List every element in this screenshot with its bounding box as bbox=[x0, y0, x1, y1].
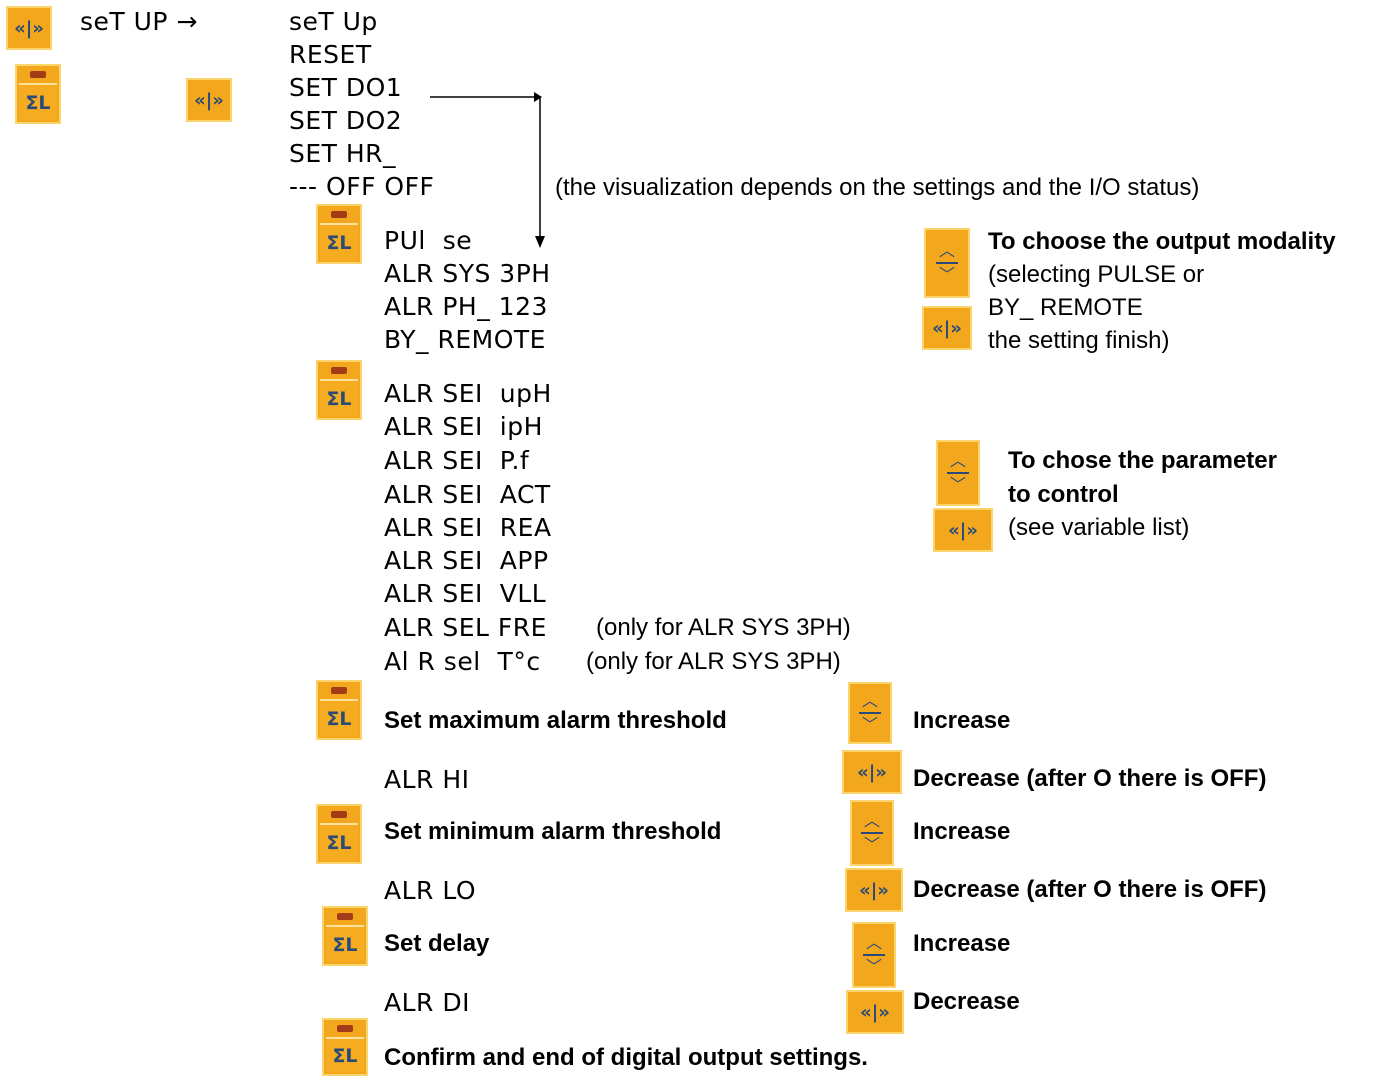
sl-key-icon[interactable]: ΣL bbox=[316, 360, 362, 420]
parameter-option-fre: ALR SEL FRE bbox=[384, 613, 547, 642]
parameter-option: ALR SEI upH bbox=[384, 379, 552, 408]
max-threshold-title: Set maximum alarm threshold bbox=[384, 707, 727, 734]
sl-key-icon[interactable]: ΣL bbox=[316, 680, 362, 740]
parameter-option: ALR SEI APP bbox=[384, 546, 549, 575]
menu-note: (the visualization depends on the settin… bbox=[555, 174, 1200, 201]
min-threshold-title: Set minimum alarm threshold bbox=[384, 818, 722, 845]
decrease-label: Decrease bbox=[913, 988, 1020, 1015]
modality-option: PUl se bbox=[384, 226, 473, 255]
menu-item: SET HR_ bbox=[289, 139, 397, 168]
parameter-temp-note: (only for ALR SYS 3PH) bbox=[586, 648, 841, 675]
modality-title: To choose the output modality bbox=[988, 228, 1336, 255]
modality-option: BY_ REMOTE bbox=[384, 325, 546, 354]
up-down-key-icon[interactable]: ︿﹀ bbox=[936, 440, 980, 506]
sl-key-icon[interactable]: ΣL bbox=[322, 1018, 368, 1076]
modality-line2: BY_ REMOTE bbox=[988, 294, 1143, 321]
menu-item: SET DO2 bbox=[289, 106, 403, 135]
arrow-key-icon[interactable]: «|» bbox=[842, 750, 902, 794]
menu-item: RESET bbox=[289, 40, 372, 69]
arrow-key-icon[interactable]: «|» bbox=[922, 306, 972, 350]
delay-title: Set delay bbox=[384, 930, 490, 957]
modality-line1: (selecting PULSE or bbox=[988, 261, 1205, 288]
min-threshold-code: ALR LO bbox=[384, 876, 477, 905]
parameter-title-2: to control bbox=[1008, 481, 1119, 508]
setup-label: seT UP → bbox=[80, 7, 198, 36]
max-threshold-code: ALR HI bbox=[384, 765, 470, 794]
parameter-option: ALR SEI ipH bbox=[384, 412, 543, 441]
increase-label: Increase bbox=[913, 818, 1011, 845]
parameter-option: ALR SEI ACT bbox=[384, 480, 551, 509]
sl-key-icon[interactable]: ΣL bbox=[316, 804, 362, 864]
arrow-key-icon[interactable]: «|» bbox=[846, 990, 904, 1034]
parameter-option-temp: Al R sel T°c bbox=[384, 647, 541, 676]
sl-key-icon[interactable]: ΣL bbox=[316, 204, 362, 264]
up-down-key-icon[interactable]: ︿﹀ bbox=[924, 228, 970, 298]
sl-key-icon[interactable]: ΣL bbox=[15, 64, 61, 124]
up-down-key-icon[interactable]: ︿﹀ bbox=[848, 682, 892, 744]
arrow-key-icon[interactable]: «|» bbox=[6, 6, 52, 50]
up-down-key-icon[interactable]: ︿﹀ bbox=[850, 800, 894, 866]
up-down-key-icon[interactable]: ︿﹀ bbox=[852, 922, 896, 988]
parameter-option: ALR SEI P.f bbox=[384, 446, 530, 475]
arrow-key-icon[interactable]: «|» bbox=[933, 508, 993, 552]
arrow-key-icon[interactable]: «|» bbox=[845, 868, 903, 912]
modality-option: ALR PH_ 123 bbox=[384, 292, 548, 321]
decrease-label: Decrease (after O there is OFF) bbox=[913, 765, 1267, 792]
confirm-text: Confirm and end of digital output settin… bbox=[384, 1044, 868, 1071]
menu-item: SET DO1 bbox=[289, 73, 403, 102]
modality-option: ALR SYS 3PH bbox=[384, 259, 551, 288]
arrow-key-icon[interactable]: «|» bbox=[186, 78, 232, 122]
parameter-title-1: To chose the parameter bbox=[1008, 447, 1277, 474]
increase-label: Increase bbox=[913, 707, 1011, 734]
increase-label: Increase bbox=[913, 930, 1011, 957]
delay-code: ALR DI bbox=[384, 988, 470, 1017]
modality-line3: the setting finish) bbox=[988, 327, 1170, 354]
sl-key-icon[interactable]: ΣL bbox=[322, 906, 368, 966]
decrease-label: Decrease (after O there is OFF) bbox=[913, 876, 1267, 903]
parameter-fre-note: (only for ALR SYS 3PH) bbox=[596, 614, 851, 641]
parameter-option: ALR SEI VLL bbox=[384, 579, 547, 608]
menu-item: --- OFF OFF bbox=[289, 172, 435, 201]
parameter-note: (see variable list) bbox=[1008, 514, 1190, 541]
menu-item: seT Up bbox=[289, 7, 378, 36]
parameter-option: ALR SEI REA bbox=[384, 513, 552, 542]
